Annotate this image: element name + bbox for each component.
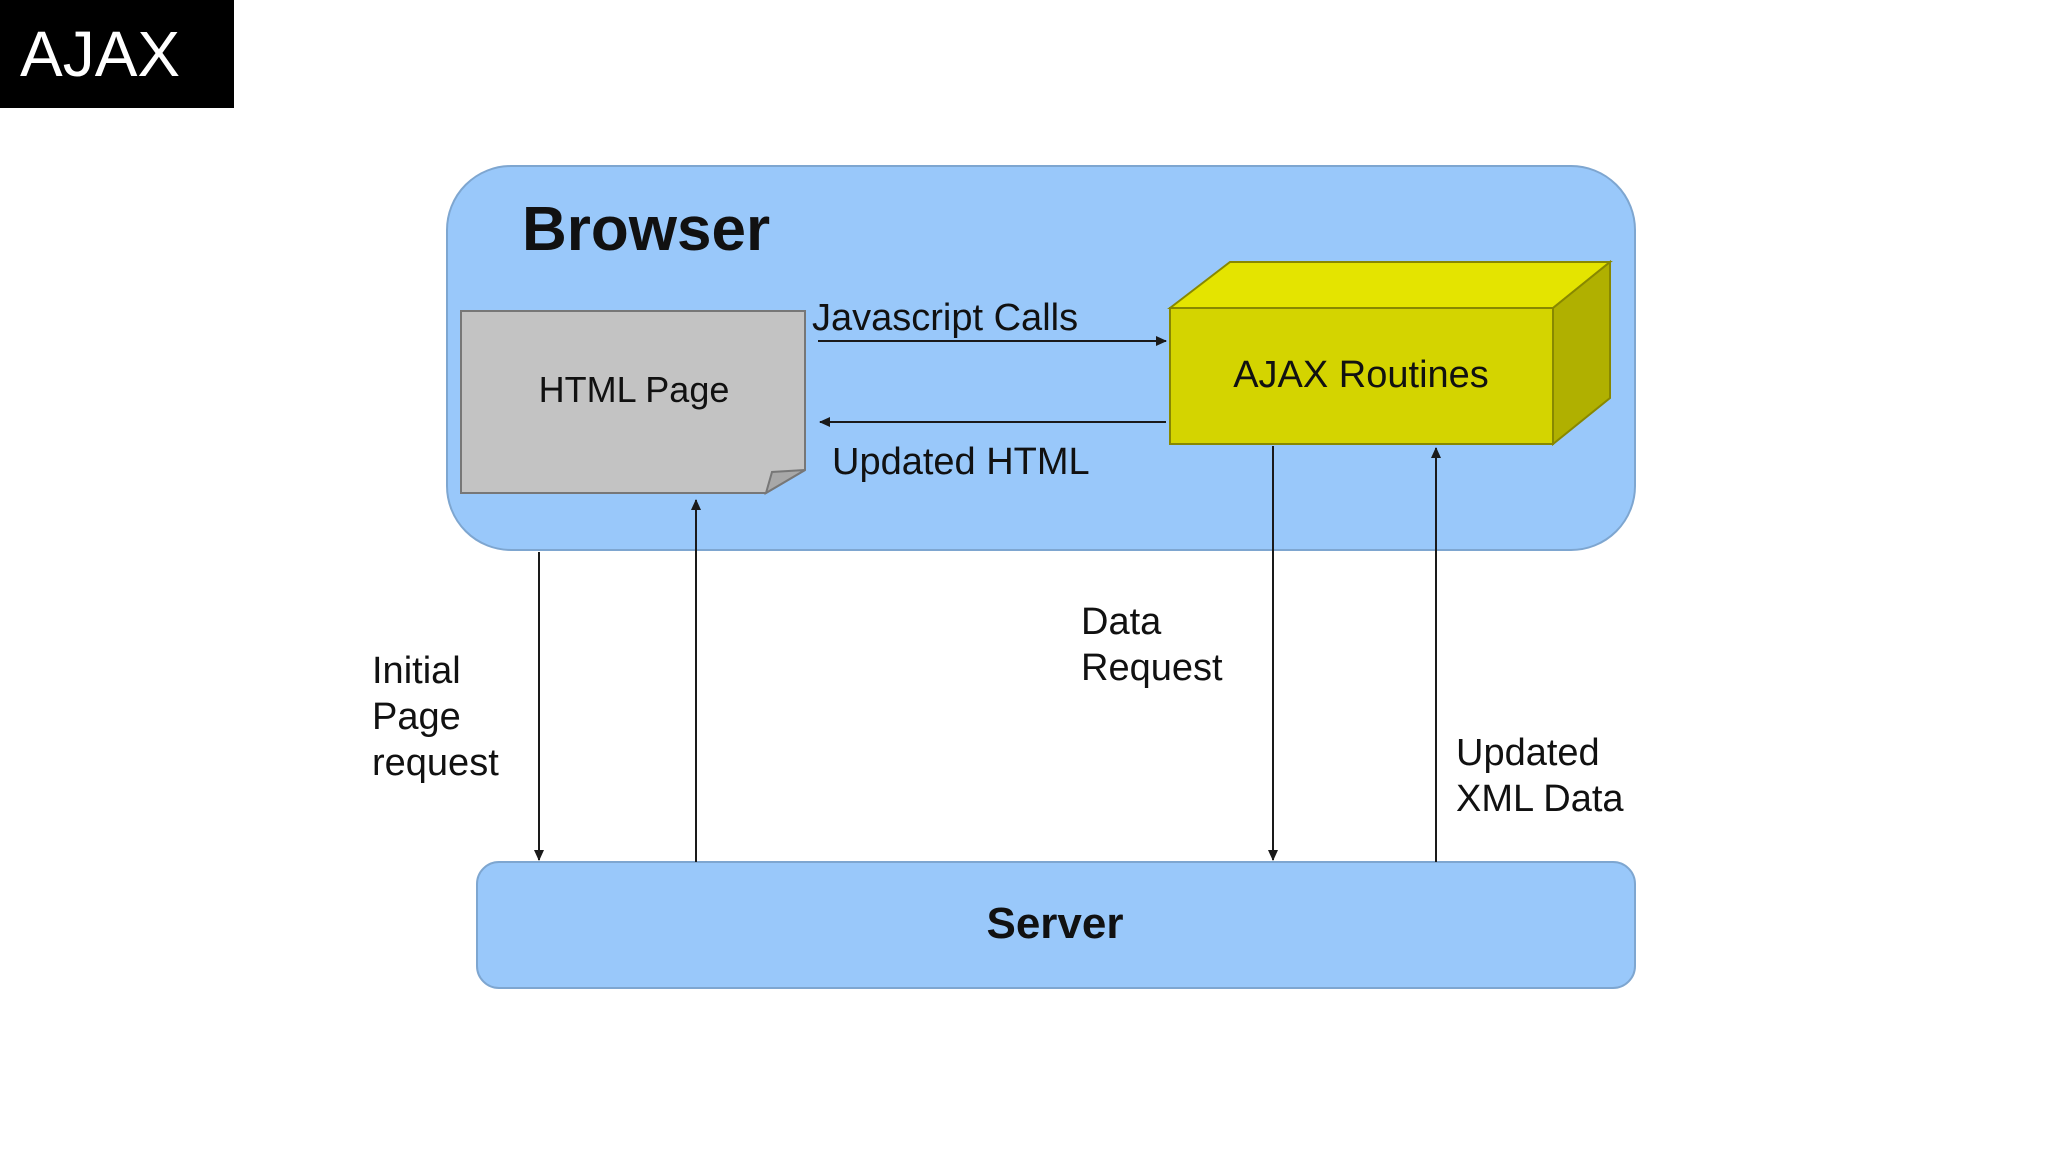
ajax-routines-node: AJAX Routines [1167, 259, 1613, 447]
server-label: Server [986, 899, 1123, 948]
data-request-line: Data [1081, 601, 1162, 643]
updated-html-label: Updated HTML [832, 441, 1090, 483]
html-page-node: HTML Page [460, 310, 806, 496]
initial-page-request-line: Page [372, 696, 461, 738]
server-container [476, 861, 1636, 989]
browser-label: Browser [522, 195, 770, 264]
updated-xml-data-line: XML Data [1456, 778, 1624, 820]
html-page-label: HTML Page [539, 369, 730, 410]
initial-page-request-line: request [372, 742, 499, 784]
slide-title: AJAX [0, 0, 234, 108]
javascript-calls-label: Javascript Calls [812, 297, 1078, 339]
initial-page-request-line: Initial [372, 650, 461, 692]
ajax-routines-label: AJAX Routines [1233, 354, 1489, 396]
data-request-label: Data Request [1081, 601, 1223, 689]
updated-xml-data-line: Updated [1456, 732, 1600, 774]
initial-page-request-label: Initial Page request [372, 650, 499, 784]
data-request-line: Request [1081, 647, 1223, 689]
updated-xml-data-label: Updated XML Data [1456, 732, 1624, 820]
